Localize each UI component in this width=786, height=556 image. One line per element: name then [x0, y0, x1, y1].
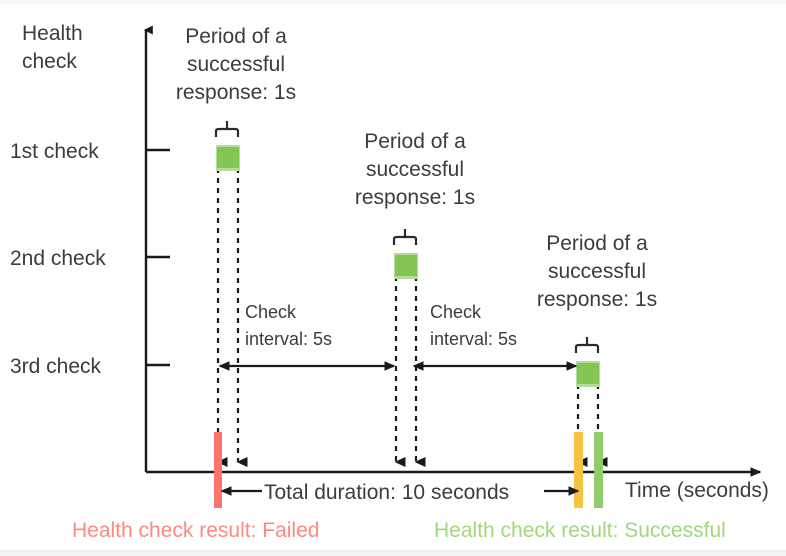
- check-2-response-block: [395, 255, 417, 276]
- top-edge-strip: [0, 0, 786, 4]
- legend-failed-label: Health check result: Failed: [72, 519, 319, 542]
- y-tick-label-1st-check: 1st check: [10, 140, 99, 163]
- period-annotation-2: Period of a successful response: 1s: [355, 130, 475, 209]
- axis-labels-group: Health check 1st check 2nd check 3rd che…: [10, 22, 769, 502]
- check-1-brace: [214, 127, 240, 137]
- y-tick-label-3rd-check: 3rd check: [10, 355, 102, 378]
- period-annotation-1: Period of a successful response: 1s: [176, 25, 296, 104]
- check-1-response-block: [217, 147, 239, 168]
- y-tick-label-2nd-check: 2nd check: [10, 247, 106, 270]
- legend-group: Health check result: Failed Health check…: [72, 519, 726, 542]
- check-1-failed-bar: [214, 432, 222, 508]
- axes-group: [143, 25, 762, 477]
- period-3-line2: successful: [548, 260, 646, 283]
- check-3-pending-bar: [574, 432, 583, 508]
- legend-successful-label: Health check result: Successful: [434, 519, 726, 542]
- y-axis-title-line2: check: [22, 50, 77, 73]
- check-3-response-block: [577, 363, 599, 384]
- period-2-line1: Period of a: [364, 130, 466, 153]
- total-duration-label: Total duration: 10 seconds: [264, 481, 509, 504]
- period-1-line2: successful: [187, 53, 285, 76]
- period-2-line2: successful: [366, 158, 464, 181]
- check-interval-1-line2: interval: 5s: [245, 329, 332, 349]
- check-interval-2-line1: Check: [430, 302, 482, 322]
- check-interval-2-line2: interval: 5s: [430, 329, 517, 349]
- y-axis-title-line1: Health: [22, 22, 83, 45]
- period-2-line3: response: 1s: [355, 186, 475, 209]
- check-interval-1: Check interval: 5s: [218, 302, 396, 371]
- x-axis-label: Time (seconds): [625, 479, 769, 502]
- check-2-brace: [392, 235, 418, 245]
- total-duration-measure: Total duration: 10 seconds: [220, 481, 580, 504]
- check-3-group: [574, 337, 608, 508]
- check-interval-1-line1: Check: [245, 302, 297, 322]
- check-interval-2: Check interval: 5s: [412, 302, 578, 371]
- period-annotation-3: Period of a successful response: 1s: [537, 232, 657, 311]
- period-3-line3: response: 1s: [537, 288, 657, 311]
- period-3-line1: Period of a: [546, 232, 648, 255]
- check-3-brace: [574, 343, 600, 353]
- check-3-success-bar: [594, 432, 603, 508]
- bottom-edge-strip: [0, 550, 786, 556]
- period-1-line1: Period of a: [185, 25, 287, 48]
- check-1-group: [214, 121, 248, 508]
- check-2-group: [392, 229, 426, 467]
- period-1-line3: response: 1s: [176, 81, 296, 104]
